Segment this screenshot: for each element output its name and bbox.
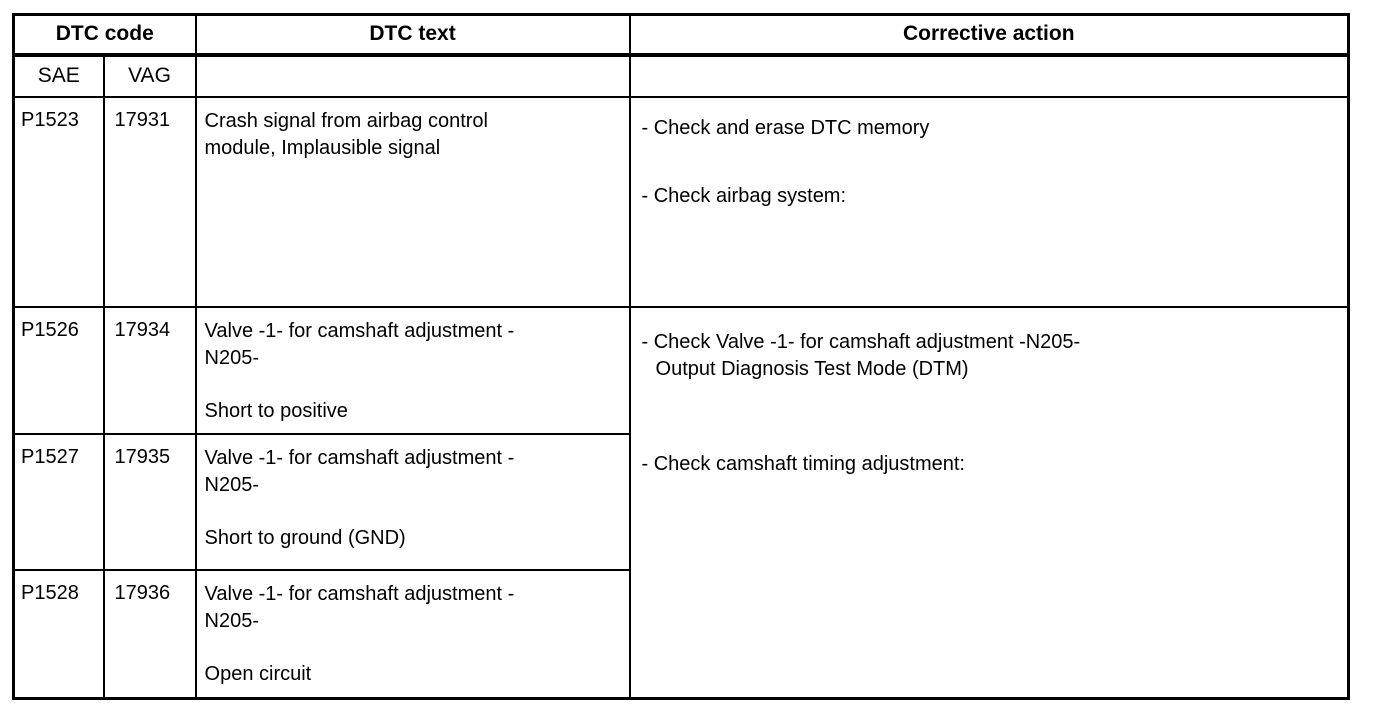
- action-item-line: Output Diagnosis Test Mode (DTM): [655, 357, 969, 380]
- action-item: - Check Valve -1- for camshaft adjustmen…: [642, 329, 1332, 383]
- dtc-text-line: module, Implausible signal: [204, 136, 441, 159]
- dtc-text-cell: Valve -1- for camshaft adjustment - N205…: [194, 432, 631, 571]
- dtc-text-line: N205-: [204, 609, 259, 632]
- sae-code: P1526: [12, 305, 105, 435]
- dtc-subtext: Short to ground (GND): [204, 526, 406, 549]
- table-row-p1526: P1526 17934 Valve -1- for camshaft adjus…: [12, 305, 1350, 700]
- action-item: - Check airbag system:: [641, 184, 847, 207]
- table-subheader-row: SAE VAG: [12, 53, 1350, 98]
- table-row-p1528: P1528 17936 Valve -1- for camshaft adjus…: [12, 568, 1349, 700]
- dtc-text-line: Valve -1- for camshaft adjustment -: [204, 319, 515, 342]
- vag-code: 17936: [102, 568, 197, 700]
- sae-code: P1523: [12, 95, 105, 308]
- vag-code: 17934: [102, 305, 197, 435]
- dtc-text-cell: Valve -1- for camshaft adjustment - N205…: [194, 568, 631, 700]
- table-row-p1527: P1527 17935 Valve -1- for camshaft adjus…: [12, 432, 1349, 571]
- header-corrective-action: Corrective action: [628, 13, 1350, 57]
- sae-code: P1528: [12, 568, 105, 700]
- dtc-subtext: Short to positive: [204, 399, 348, 422]
- sae-code: P1527: [12, 432, 105, 571]
- dtc-table: DTC code DTC text Corrective action SAE …: [12, 13, 1351, 700]
- dtc-text-line: Valve -1- for camshaft adjustment -: [204, 582, 515, 605]
- vag-code: 17931: [102, 95, 197, 308]
- subheader-sae: SAE: [12, 53, 105, 98]
- header-dtc-text: DTC text: [194, 13, 631, 57]
- dtc-text-line: N205-: [204, 473, 259, 496]
- subheader-vag: VAG: [102, 53, 197, 98]
- vag-code: 17935: [102, 432, 197, 571]
- subheader-empty-corrective: [628, 53, 1350, 98]
- dtc-subtext: Open circuit: [204, 662, 312, 685]
- dtc-text-cell: Valve -1- for camshaft adjustment - N205…: [194, 305, 631, 435]
- table-row-p1523: P1523 17931 Crash signal from airbag con…: [12, 95, 1350, 308]
- dtc-text-line: Valve -1- for camshaft adjustment -: [204, 446, 515, 469]
- action-item: - Check camshaft timing adjustment:: [641, 452, 965, 475]
- corrective-action-cell-merged: - Check Valve -1- for camshaft adjustmen…: [628, 305, 1350, 700]
- dtc-text-line: Crash signal from airbag control: [204, 109, 488, 132]
- corrective-action-cell: - Check and erase DTC memory - Check air…: [628, 95, 1350, 308]
- dtc-text-line: N205-: [204, 346, 259, 369]
- subheader-empty-dtc-text: [194, 53, 631, 98]
- table-header-row: DTC code DTC text Corrective action: [12, 13, 1350, 57]
- header-dtc-code: DTC code: [12, 13, 197, 57]
- dtc-text-cell: Crash signal from airbag control module,…: [194, 95, 631, 308]
- action-item-line: - Check Valve -1- for camshaft adjustmen…: [641, 330, 1081, 353]
- action-item: - Check and erase DTC memory: [641, 116, 930, 139]
